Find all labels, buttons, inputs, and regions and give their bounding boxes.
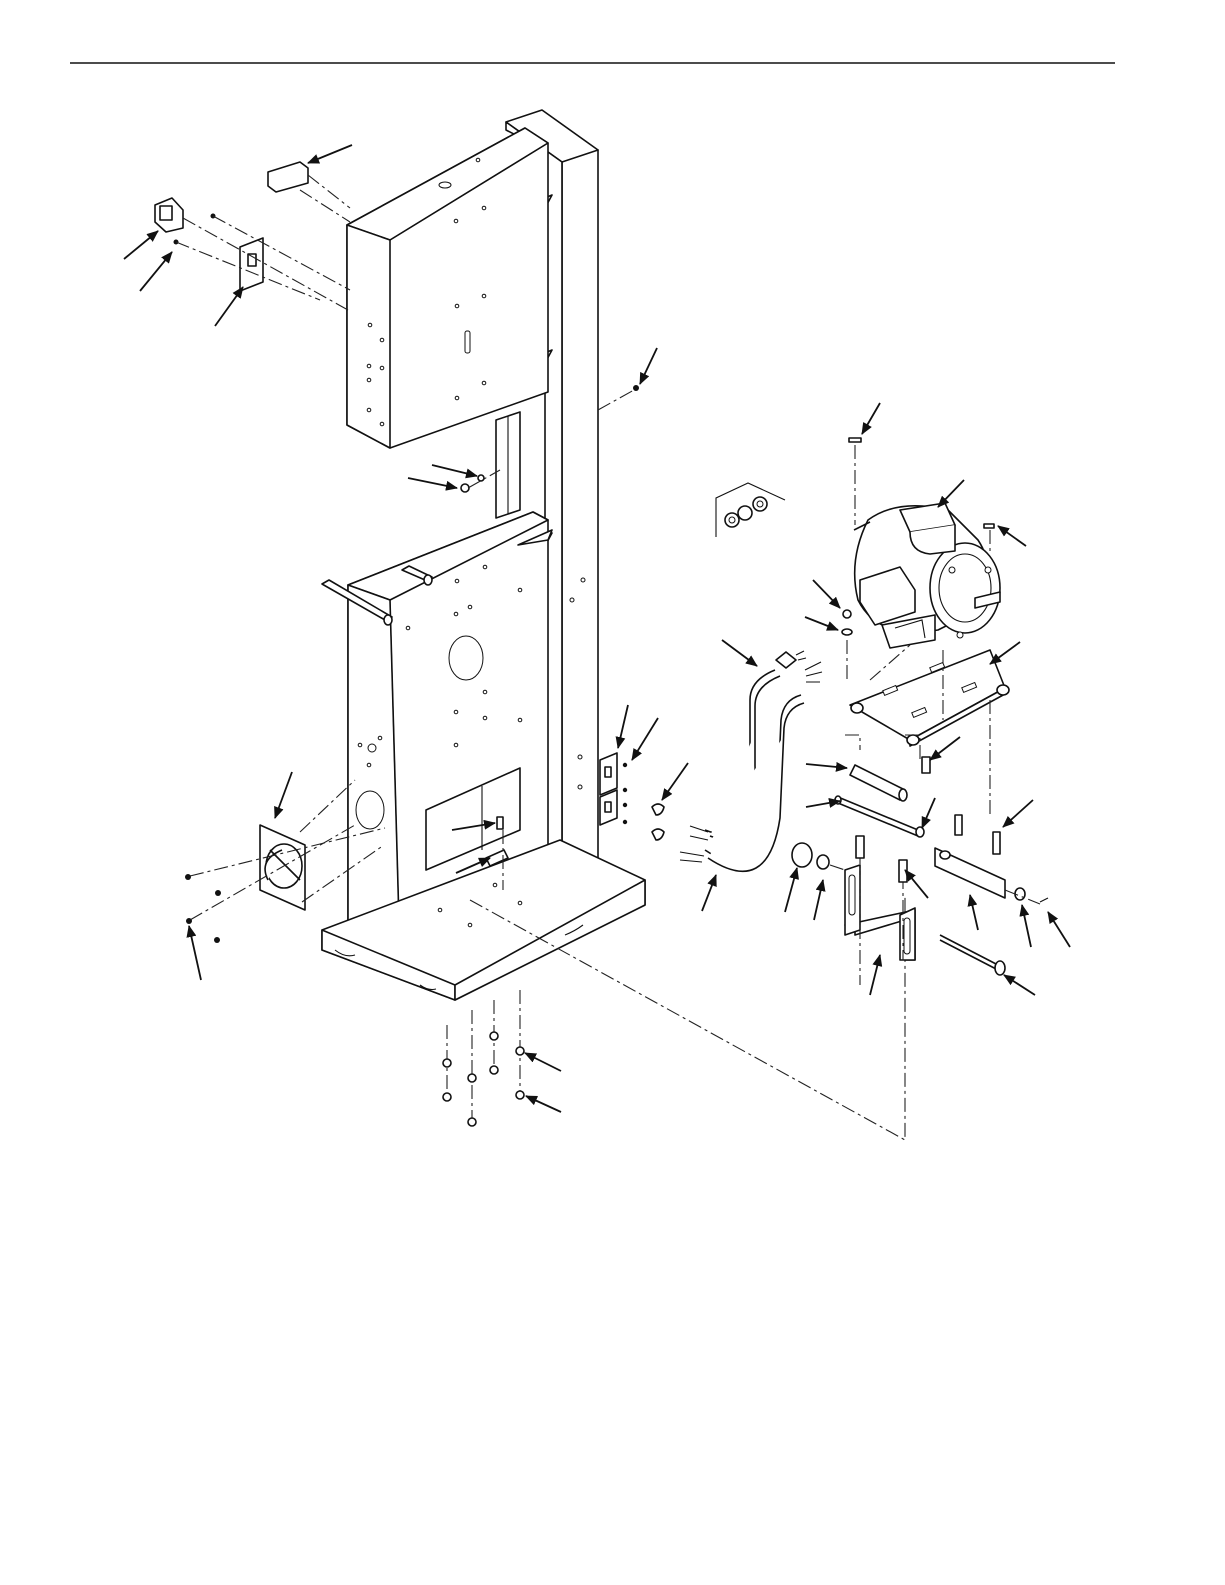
motor-bracket xyxy=(845,836,1005,985)
column-screw xyxy=(598,385,639,410)
pivot-rod xyxy=(835,765,924,837)
tension-link xyxy=(935,815,1048,904)
housing-neck xyxy=(496,412,520,518)
receptacle-plates xyxy=(600,753,664,840)
upper-wheel-housing xyxy=(347,128,548,448)
motor xyxy=(849,438,1000,648)
power-cord xyxy=(680,651,822,871)
switch-assembly xyxy=(155,162,350,310)
strain-relief-inset xyxy=(716,483,785,537)
knob xyxy=(792,843,845,870)
motor-plate xyxy=(845,650,1009,815)
